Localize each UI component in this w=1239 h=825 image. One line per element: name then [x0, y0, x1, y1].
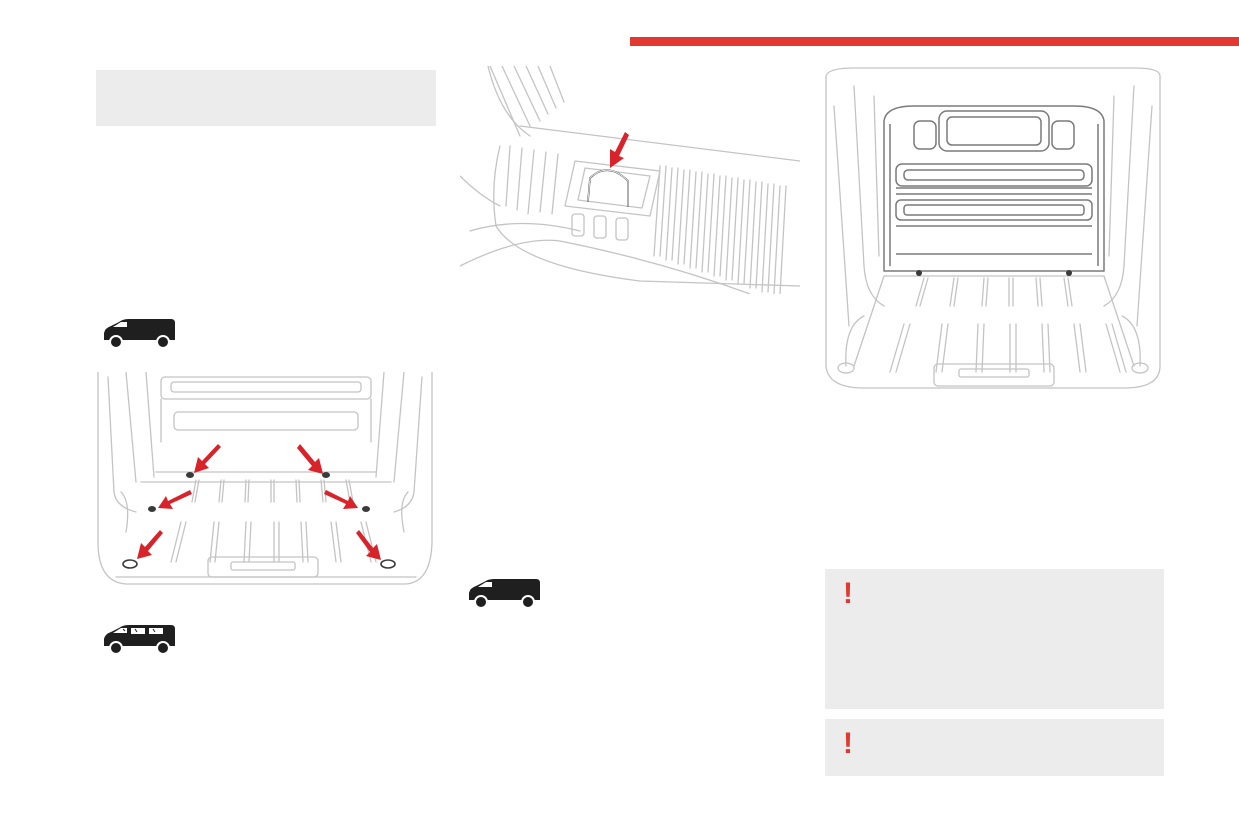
warning-box: !	[825, 719, 1164, 776]
warning-icon: !	[843, 727, 853, 760]
warning-box: !	[825, 569, 1164, 709]
floor-tie-down-ring-illustration	[459, 65, 801, 299]
header-accent-bar	[630, 37, 1239, 46]
cargo-floor-anchor-points-illustration	[96, 371, 436, 602]
panel-van-icon	[101, 316, 177, 350]
cargo-area-bulkhead-illustration	[824, 66, 1164, 397]
panel-van-icon-middle	[466, 576, 542, 610]
section-title-box	[96, 70, 436, 126]
crew-van-icon	[101, 622, 177, 656]
warning-icon: !	[843, 577, 853, 610]
